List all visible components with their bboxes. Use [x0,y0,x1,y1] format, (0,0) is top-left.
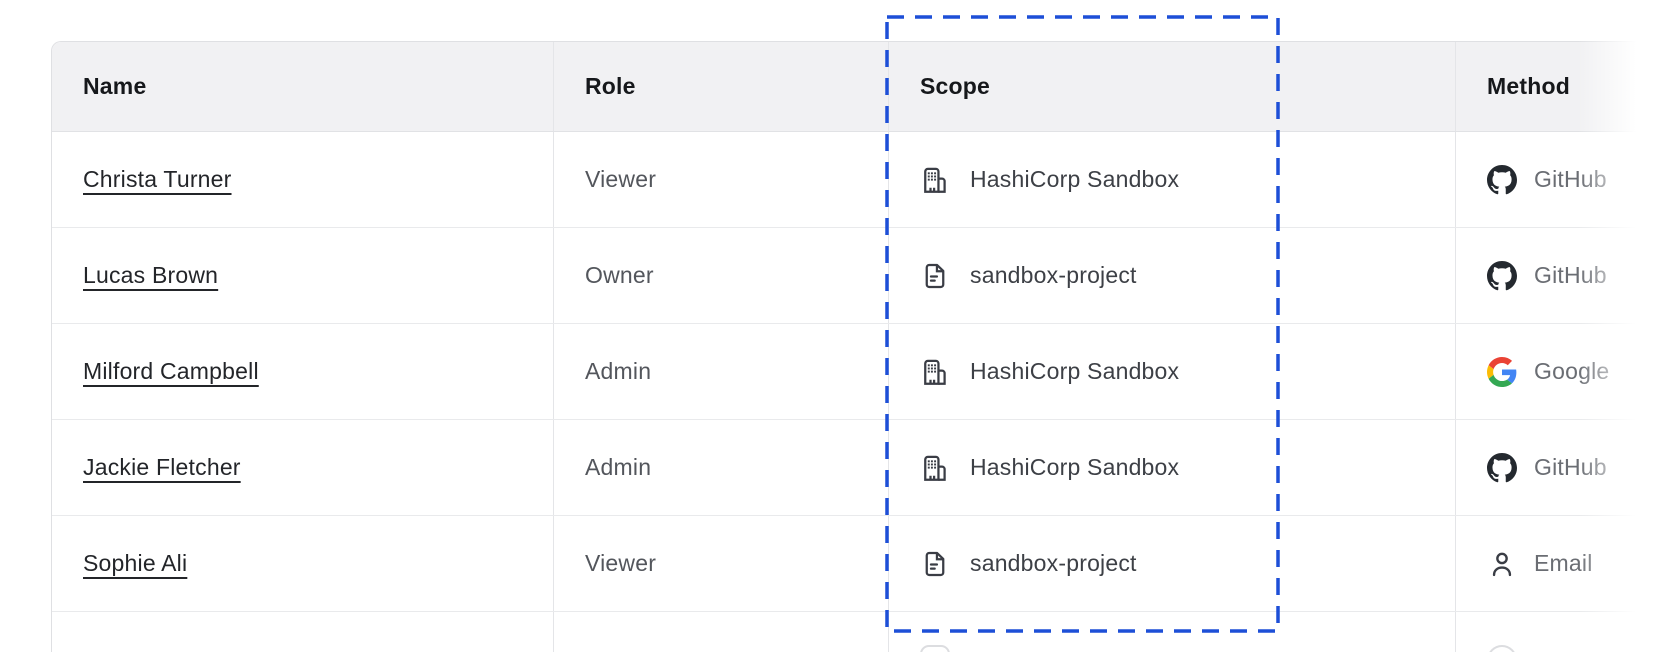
member-role-cell: Owner [554,228,889,323]
column-header-label: Scope [920,73,991,99]
method-label: GitHub [1534,166,1607,192]
column-header-role: Role [554,42,889,131]
table-row-partial [52,612,1672,652]
column-header-name: Name [52,42,554,131]
building-icon [920,165,950,195]
column-header-label: Name [83,73,147,99]
column-header-label: Method [1487,73,1570,99]
member-role-cell: Viewer [554,516,889,611]
scope-label: sandbox-project [970,262,1137,288]
role-text: Viewer [585,166,657,192]
file-text-icon [920,549,950,579]
building-icon [920,453,950,483]
google-icon [1487,357,1517,387]
scope-label: sandbox-project [970,550,1137,576]
member-method-cell [1456,612,1672,652]
file-text-icon [920,261,950,291]
table-header-row: Name Role Scope Method [52,42,1672,132]
member-role-cell: Admin [554,420,889,515]
member-scope-cell: HashiCorp Sandbox [889,420,1456,515]
column-header-scope: Scope [889,42,1456,131]
member-method-cell: GitHub [1456,132,1672,227]
member-name-cell: Sophie Ali [52,516,554,611]
column-header-label: Role [585,73,636,99]
scope-label: HashiCorp Sandbox [970,454,1180,480]
rounded-square-placeholder-icon [920,645,950,652]
scope-label: HashiCorp Sandbox [970,358,1180,384]
github-icon [1487,165,1517,195]
building-icon [920,357,950,387]
method-label: GitHub [1534,454,1607,480]
member-name-cell: Christa Turner [52,132,554,227]
member-name-cell [52,612,554,652]
member-scope-cell: sandbox-project [889,516,1456,611]
member-name-cell: Milford Campbell [52,324,554,419]
member-scope-cell: sandbox-project [889,228,1456,323]
role-text: Owner [585,262,654,288]
method-label: Email [1534,550,1593,576]
role-text: Viewer [585,550,657,576]
member-name-link[interactable]: Lucas Brown [83,262,219,288]
email-icon [1487,549,1517,579]
member-method-cell: Email [1456,516,1672,611]
member-role-cell: Admin [554,324,889,419]
member-name-cell: Jackie Fletcher [52,420,554,515]
table-row: Sophie Ali Viewer sandbox-project Email [52,516,1672,612]
circle-placeholder-icon [1487,645,1517,652]
table-row: Milford Campbell Admin HashiCorp Sandbox… [52,324,1672,420]
github-icon [1487,261,1517,291]
member-name-cell: Lucas Brown [52,228,554,323]
member-method-cell: GitHub [1456,420,1672,515]
table-row: Lucas Brown Owner sandbox-project GitHub [52,228,1672,324]
member-scope-cell: HashiCorp Sandbox [889,324,1456,419]
member-method-cell: GitHub [1456,228,1672,323]
member-role-cell: Viewer [554,132,889,227]
members-table: Name Role Scope Method Christa Turner Vi… [51,41,1672,652]
member-name-link[interactable]: Jackie Fletcher [83,454,241,480]
member-scope-cell [889,612,1456,652]
method-label: Google [1534,358,1610,384]
github-icon [1487,453,1517,483]
member-scope-cell: HashiCorp Sandbox [889,132,1456,227]
table-row: Christa Turner Viewer HashiCorp Sandbox … [52,132,1672,228]
member-name-link[interactable]: Milford Campbell [83,358,259,384]
method-label: GitHub [1534,262,1607,288]
role-text: Admin [585,358,652,384]
role-text: Admin [585,454,652,480]
scope-label: HashiCorp Sandbox [970,166,1180,192]
member-method-cell: Google [1456,324,1672,419]
table-row: Jackie Fletcher Admin HashiCorp Sandbox … [52,420,1672,516]
member-name-link[interactable]: Christa Turner [83,166,232,192]
member-name-link[interactable]: Sophie Ali [83,550,188,576]
column-header-method: Method [1456,42,1672,131]
member-role-cell [554,612,889,652]
